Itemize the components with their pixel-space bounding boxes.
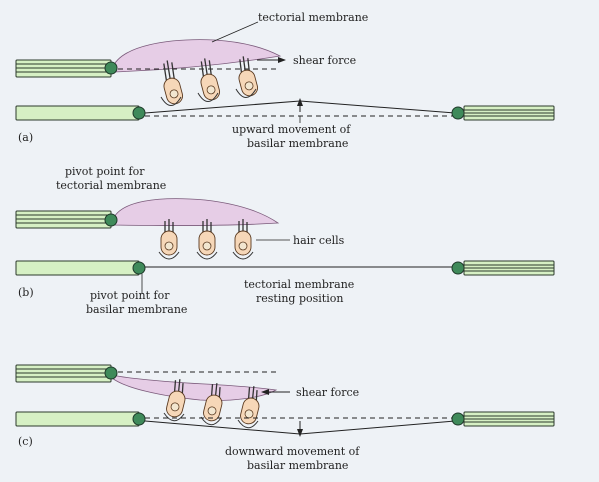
tectorial-support-rod-b <box>15 210 112 229</box>
pivot-basilar-label-2: basilar membrane <box>86 303 187 316</box>
tectorial-membrane-b <box>111 198 280 226</box>
tectorial-pivot-b <box>104 213 118 227</box>
basilar-pivot-b <box>132 261 146 275</box>
panel-letter-a: (a) <box>18 131 33 144</box>
hair-cells-label: hair cells <box>293 234 345 247</box>
right-pivot-b <box>451 261 465 275</box>
pivot-tectorial-label-1: pivot point for <box>65 165 145 178</box>
right-rod-c <box>463 411 555 427</box>
tectorial-membrane-c <box>111 374 278 401</box>
panel-letter-b: (b) <box>18 286 34 299</box>
right-rod-a <box>463 105 555 121</box>
tectorial-membrane-label: tectorial membrane <box>258 11 368 24</box>
right-rod-b <box>463 260 555 276</box>
panel-a: tectorial membrane shear force upward mo… <box>15 11 555 150</box>
tectorial-pivot-a <box>104 61 118 75</box>
basilar-rod-left-c <box>15 411 140 427</box>
tectorial-membrane-a <box>111 39 282 73</box>
right-pivot-a <box>451 106 465 120</box>
shear-force-label-c: shear force <box>296 386 359 399</box>
basilar-rod-left-a <box>15 105 140 121</box>
pivot-tectorial-label-2: tectorial membrane <box>56 179 166 192</box>
tectorial-support-rod-c <box>15 364 112 383</box>
resting-position-label-2: resting position <box>256 292 343 305</box>
panel-letter-c: (c) <box>18 435 33 448</box>
right-pivot-c <box>451 412 465 426</box>
basilar-pivot-a <box>132 106 146 120</box>
downward-movement-label-2: basilar membrane <box>247 459 348 472</box>
basilar-pivot-c <box>132 412 146 426</box>
upward-movement-label-1: upward movement of <box>232 123 351 136</box>
hair-cells-a <box>160 56 259 106</box>
pivot-basilar-label-1: pivot point for <box>90 289 170 302</box>
downward-movement-label-1: downward movement of <box>225 445 360 458</box>
resting-position-label-1: tectorial membrane <box>244 278 354 291</box>
tectorial-pivot-c <box>104 366 118 380</box>
shear-force-label-a: shear force <box>293 54 356 67</box>
upward-movement-label-2: basilar membrane <box>247 137 348 150</box>
hair-cells-b <box>158 219 254 260</box>
panel-c: shear force downward movement of basilar… <box>15 364 555 472</box>
hair-cells-c <box>163 379 260 429</box>
panel-b: pivot point for tectorial membrane hair … <box>15 165 555 316</box>
tectorial-support-rod-a <box>15 59 112 78</box>
basilar-rod-left-b <box>15 260 140 276</box>
